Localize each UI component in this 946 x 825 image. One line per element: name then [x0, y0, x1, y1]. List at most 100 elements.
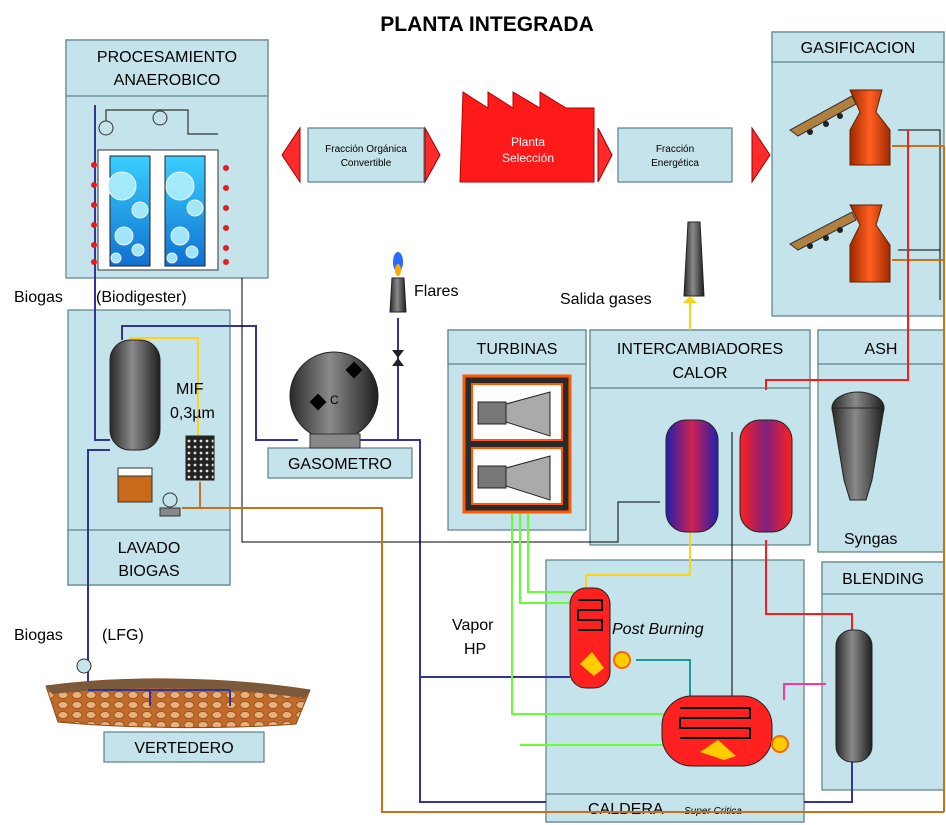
- intercambiadores-label-2: CALOR: [672, 365, 727, 382]
- gasometro-box: [267, 447, 413, 479]
- pipe-red-syngas-hx: [765, 130, 909, 390]
- planta-seleccion-building: [459, 91, 595, 183]
- energetica-label-1: Fracción: [656, 144, 694, 155]
- label-mif-1: MIF: [176, 381, 204, 398]
- label-flares: Flares: [414, 283, 458, 300]
- pipe-lfg-up: [87, 449, 110, 455]
- conveyor-2: [789, 211, 857, 251]
- pipe-red-hx-blending: [765, 540, 853, 636]
- stack-icon: [683, 221, 705, 297]
- vertedero-box: [103, 731, 265, 763]
- label-vapor-2: HP: [464, 641, 486, 658]
- organica-label-2: Convertible: [341, 158, 392, 169]
- digester-group: [91, 109, 229, 271]
- label-mif-2: 0,3µm: [170, 405, 215, 422]
- hx-group: [665, 419, 793, 533]
- post-burning-unit: [569, 587, 611, 689]
- pipe-gas-to-caldera: [398, 439, 546, 803]
- pipe-green-3: [527, 508, 574, 593]
- pipe-pink-blending-caldera: [783, 683, 826, 700]
- arrow-right-energetica: [751, 126, 771, 184]
- gasometro-c-label: C: [330, 393, 339, 407]
- blower-icon-1: [98, 120, 114, 136]
- gasifier-1: [849, 89, 891, 166]
- label-biogas-bottom: Biogas: [14, 627, 63, 644]
- heat-exchanger-1: [665, 419, 719, 533]
- energetica-box: [617, 127, 733, 183]
- seleccion-group: Planta Selección Fracción Orgánica Conve…: [281, 91, 771, 184]
- lavado-label-2: BIOGAS: [118, 563, 179, 580]
- digester-heating-dots: [91, 162, 229, 265]
- procesamiento-header: [65, 39, 269, 97]
- pump-icon: [162, 492, 178, 508]
- pipe-caldera-to-blending: [804, 760, 853, 803]
- pipe-teal: [636, 659, 691, 700]
- valve-icon: [392, 350, 404, 358]
- arrow-right-inner: [597, 127, 613, 183]
- bubbles: [107, 171, 204, 264]
- procesamiento-label-1: PROCESAMIENTO: [97, 49, 237, 66]
- arrow-left-inner: [424, 126, 441, 184]
- pipe-biodigester-down: [94, 105, 110, 441]
- turbine-icon-2: [505, 455, 551, 501]
- arrow-left-organica: [281, 126, 301, 184]
- lavado-header: [67, 529, 231, 586]
- flare-group: [389, 252, 407, 366]
- burner-icon-2: [771, 735, 789, 753]
- lfg-blower-icon: [76, 658, 92, 674]
- ash-group: [831, 391, 885, 501]
- caldera-header: [545, 793, 805, 823]
- label-biogas-top: Biogas: [14, 289, 63, 306]
- turbinas-label: TURBINAS: [477, 341, 558, 358]
- blending-label: BLENDING: [842, 571, 924, 588]
- planta-label-1: Planta: [511, 135, 545, 149]
- organica-box: [307, 127, 425, 183]
- conveyor-1: [789, 95, 857, 137]
- gasifier-group: [789, 89, 891, 283]
- pipe-black-gasif: [898, 129, 941, 251]
- ash-header: [817, 329, 945, 365]
- vertedero-label: VERTEDERO: [134, 740, 233, 757]
- turbine-icon-1: [505, 391, 551, 437]
- caldera-group: [569, 587, 789, 767]
- planta-label-2: Selección: [502, 151, 554, 165]
- turbines-group: [462, 374, 572, 514]
- label-vapor-1: Vapor: [452, 617, 494, 634]
- organica-label-1: Fracción Orgánica: [325, 144, 407, 155]
- boiler-unit: [661, 695, 773, 767]
- landfill-group: [45, 658, 311, 729]
- blending-tank: [835, 629, 873, 763]
- blower-icon-2: [152, 110, 168, 126]
- blending-header: [821, 561, 945, 595]
- pipe-green-2: [511, 508, 668, 715]
- label-lfg: (LFG): [102, 627, 144, 644]
- caldera-label: CALDERA: [588, 801, 664, 818]
- label-post-burning: Post Burning: [612, 621, 704, 638]
- pipe-yellow-hx-to-pb: [585, 530, 691, 590]
- procesamiento-label-2: ANAEROBICO: [114, 72, 221, 89]
- heat-exchanger-2: [739, 419, 793, 533]
- free-labels: Biogas (Biodigester) Flares Salida gases…: [14, 283, 897, 658]
- gasificacion-label: GASIFICACION: [801, 40, 916, 57]
- gasifier-2: [849, 204, 891, 283]
- diagram-title: PLANTA INTEGRADA: [380, 13, 594, 36]
- pipe-lavado-to-gasometro: [121, 325, 298, 441]
- intercambiadores-header: [589, 329, 811, 389]
- mif-filter: [185, 435, 215, 481]
- burner-icon-1: [613, 651, 631, 669]
- gasificacion-header: [771, 31, 945, 63]
- lavado-group: [109, 339, 215, 517]
- label-syngas: Syngas: [844, 531, 897, 548]
- label-salida-gases: Salida gases: [560, 291, 652, 308]
- gasometro-group: C: [289, 351, 379, 449]
- turbinas-header: [447, 329, 587, 365]
- pipes: [87, 105, 945, 813]
- ash-label: ASH: [865, 341, 898, 358]
- stack-arrow: [683, 296, 697, 303]
- pipe-black-digester: [241, 278, 660, 543]
- label-biodigester: (Biodigester): [96, 289, 187, 306]
- cyclone-icon: [831, 407, 885, 501]
- lavado-label-1: LAVADO: [118, 540, 181, 557]
